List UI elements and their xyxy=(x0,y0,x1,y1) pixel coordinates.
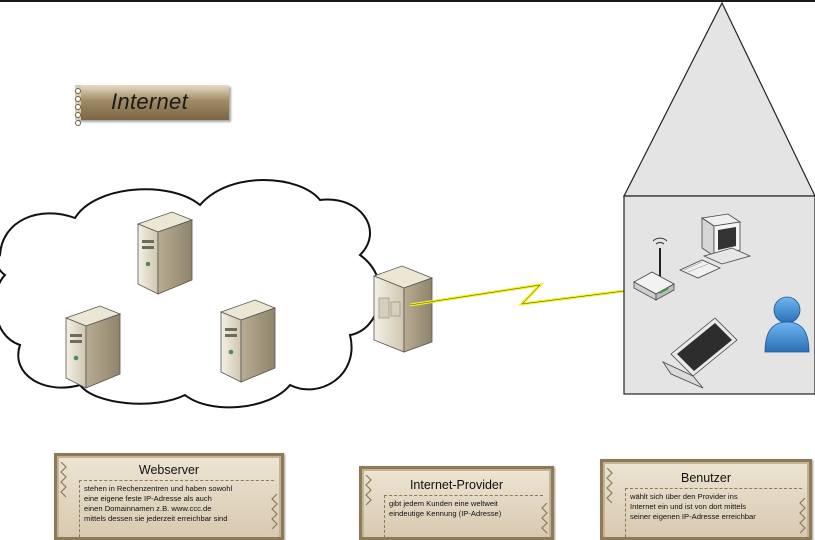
webserver-description: stehen in Rechenzentren und haben sowohl… xyxy=(79,480,274,537)
binder-holes xyxy=(75,87,81,126)
card-edge-decoration xyxy=(271,494,278,530)
internet-title: Internet xyxy=(111,89,189,114)
provider-heading: Internet-Provider xyxy=(409,478,504,492)
laptop-icon xyxy=(661,317,738,389)
benutzer-heading: Benutzer xyxy=(680,471,732,485)
webserver-line: stehen in Rechenzentren und haben sowohl xyxy=(84,484,233,493)
benutzer-line: Internet ein und ist von dort mittels xyxy=(630,502,747,511)
provider-card: Internet-Provider gibt jedem Kunden eine… xyxy=(359,466,554,540)
provider-line: eindeutige Kennung (IP-Adresse) xyxy=(389,509,502,518)
internet-cloud xyxy=(0,179,382,409)
card-edge-decoration xyxy=(60,462,67,498)
webserver-line: eine eigene feste IP-Adresse als auch xyxy=(84,494,212,503)
server-icon xyxy=(220,299,276,383)
webserver-line: einen Domainnamen z.B. www.ccc.de xyxy=(84,504,212,513)
provider-server-icon xyxy=(372,265,434,353)
benutzer-line: seiner eigenen IP-Adresse erreichbar xyxy=(630,512,756,521)
card-edge-decoration xyxy=(799,498,806,534)
webserver-card: Webserver stehen in Rechenzentren und ha… xyxy=(54,453,284,540)
benutzer-description: wählt sich über den Provider ins Interne… xyxy=(625,488,802,537)
card-edge-decoration xyxy=(541,503,548,534)
card-edge-decoration xyxy=(365,475,372,506)
wireless-router-icon xyxy=(633,237,675,301)
provider-description: gibt jedem Kunden eine weltweit eindeuti… xyxy=(384,495,543,538)
top-border-line xyxy=(0,0,815,2)
desktop-computer-icon xyxy=(679,213,752,279)
webserver-line: mittels dessen sie jederzeit erreichbar … xyxy=(84,514,228,523)
card-edge-decoration xyxy=(606,468,613,504)
benutzer-card: Benutzer wählt sich über den Provider in… xyxy=(600,459,812,540)
benutzer-line: wählt sich über den Provider ins xyxy=(630,492,738,501)
house-roof xyxy=(623,1,815,197)
internet-title-banner: Internet xyxy=(75,85,229,126)
webserver-heading: Webserver xyxy=(138,463,200,477)
lightning-link-icon xyxy=(409,282,649,307)
provider-line: gibt jedem Kunden eine weltweit xyxy=(389,499,498,508)
server-icon xyxy=(65,305,121,389)
server-icon xyxy=(137,211,193,295)
user-icon xyxy=(764,296,810,353)
